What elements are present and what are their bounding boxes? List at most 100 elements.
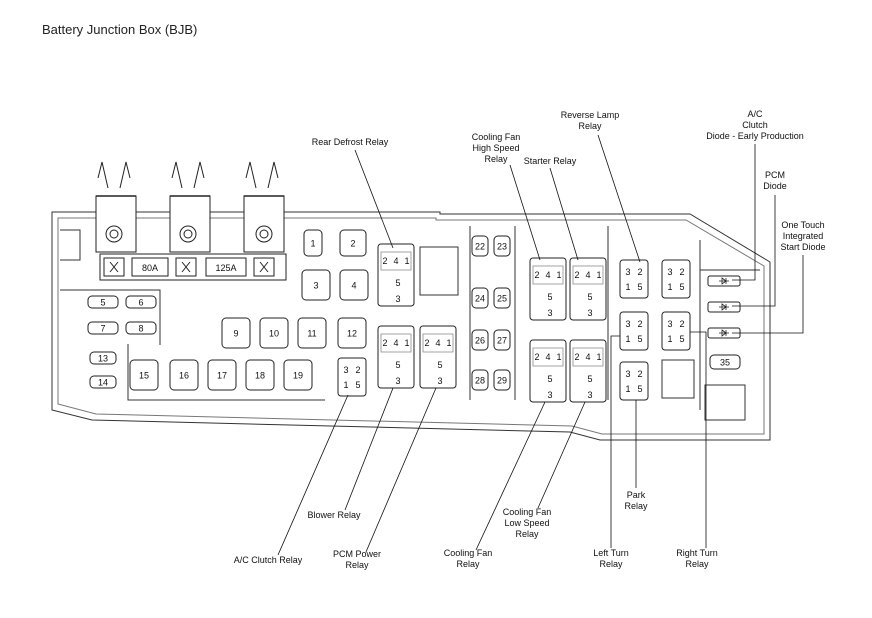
relay-pin: 1 bbox=[596, 270, 601, 280]
fuse-4: 4 bbox=[339, 269, 369, 301]
callout-ac-clutch-relay: A/C Clutch Relay bbox=[234, 555, 303, 565]
callout-ac-clutch-diode-line-2: Clutch bbox=[742, 120, 768, 130]
callout-left-turn-line-1: Left Turn bbox=[593, 548, 629, 558]
fuse-4-number: 4 bbox=[351, 281, 356, 291]
callout-pcm-power-line-2: Relay bbox=[345, 560, 369, 570]
fuse-17: 17 bbox=[207, 359, 237, 391]
fuse-16: 16 bbox=[169, 359, 199, 391]
relay-pin: 5 bbox=[637, 334, 642, 344]
relay-pin: 4 bbox=[545, 352, 550, 362]
relay-pin: 2 bbox=[382, 256, 387, 266]
relay-pin: 1 bbox=[667, 282, 672, 292]
fuse-6: 6 bbox=[125, 295, 157, 309]
callout-ac-clutch-diode-line-1: A/C bbox=[747, 109, 763, 119]
relay-pin: 2 bbox=[382, 338, 387, 348]
relay-pin: 1 bbox=[404, 338, 409, 348]
fuse-28: 28 bbox=[471, 369, 489, 391]
relay-pin: 1 bbox=[556, 270, 561, 280]
relay-pin: 3 bbox=[587, 308, 592, 318]
callout-one-touch-line-1: One Touch bbox=[781, 220, 824, 230]
relay-pin: 5 bbox=[587, 292, 592, 302]
fuse-9: 9 bbox=[221, 317, 251, 349]
fuse-19-number: 19 bbox=[293, 371, 303, 381]
relay-pin: 3 bbox=[667, 267, 672, 277]
fuse-10: 10 bbox=[259, 317, 289, 349]
fuse-28-number: 28 bbox=[475, 376, 485, 386]
fuse-26-number: 26 bbox=[475, 336, 485, 346]
callout-pcm-power-line-1: PCM Power bbox=[333, 549, 381, 559]
relay-pin: 4 bbox=[435, 338, 440, 348]
relay-pin: 1 bbox=[625, 282, 630, 292]
leader-reverse-lamp bbox=[597, 134, 641, 263]
relay-pin: 2 bbox=[355, 365, 360, 375]
relay-pin: 1 bbox=[404, 256, 409, 266]
fuse-13: 13 bbox=[89, 351, 117, 365]
callout-cooling-fan-low-line-2: Low Speed bbox=[504, 518, 549, 528]
fuse-14-number: 14 bbox=[98, 378, 108, 388]
leader-right-turn bbox=[690, 331, 707, 548]
fuse-19: 19 bbox=[283, 359, 313, 391]
relay-pin: 4 bbox=[393, 338, 398, 348]
relay-pin: 2 bbox=[679, 267, 684, 277]
relay-pin: 2 bbox=[637, 267, 642, 277]
relay-pin: 2 bbox=[534, 352, 539, 362]
relay-pin: 1 bbox=[446, 338, 451, 348]
relay-pin: 4 bbox=[393, 256, 398, 266]
fuse-8: 8 bbox=[125, 321, 157, 335]
relay-pin: 3 bbox=[667, 319, 672, 329]
relay-pin: 5 bbox=[587, 374, 592, 384]
relay-pin: 1 bbox=[596, 352, 601, 362]
relay-pin: 3 bbox=[395, 376, 400, 386]
fuse-27: 27 bbox=[493, 329, 511, 351]
leader-pcm-power bbox=[365, 387, 437, 553]
fuse-25-number: 25 bbox=[497, 294, 507, 304]
relay-pin: 2 bbox=[574, 270, 579, 280]
relay-pin: 2 bbox=[574, 352, 579, 362]
fuse-26: 26 bbox=[471, 329, 489, 351]
relay-pin: 1 bbox=[625, 334, 630, 344]
callout-one-touch-line-2: Integrated bbox=[783, 231, 824, 241]
callout-cooling-fan-low-line-1: Cooling Fan bbox=[503, 507, 552, 517]
callout-left-turn-line-2: Relay bbox=[599, 559, 623, 569]
callout-blower-line-1: Blower Relay bbox=[307, 510, 361, 520]
diode-2 bbox=[707, 301, 741, 313]
box-housing bbox=[51, 211, 771, 441]
callout-starter-line-1: Starter Relay bbox=[524, 156, 577, 166]
fuse-125a-label: 125A bbox=[215, 263, 236, 273]
fuse-2-number: 2 bbox=[350, 239, 355, 249]
fuse-14: 14 bbox=[89, 375, 117, 389]
leader-ac-clutch-diode bbox=[732, 144, 756, 281]
relay-pin: 1 bbox=[667, 334, 672, 344]
callout-park-line-2: Relay bbox=[624, 501, 648, 511]
callout-cooling-fan-high-line-2: High Speed bbox=[472, 143, 519, 153]
fuse-2: 2 bbox=[339, 229, 367, 257]
relay-pin: 5 bbox=[355, 380, 360, 390]
relay-pin: 3 bbox=[343, 365, 348, 375]
fuse-8-number: 8 bbox=[138, 324, 143, 334]
leader-blower bbox=[344, 387, 394, 511]
fuse-10-number: 10 bbox=[269, 329, 279, 339]
callout-park-line-1: Park bbox=[627, 490, 646, 500]
leader-rear-defrost bbox=[354, 149, 394, 249]
relay-pin: 5 bbox=[547, 374, 552, 384]
leader-ac-clutch-relay bbox=[277, 394, 349, 556]
relay-pin: 5 bbox=[637, 384, 642, 394]
relay-pin: 5 bbox=[637, 282, 642, 292]
fuse-7: 7 bbox=[87, 321, 119, 335]
callout-cooling-fan-high-line-1: Cooling Fan bbox=[472, 132, 521, 142]
callout-cooling-fan-low-line-3: Relay bbox=[515, 529, 539, 539]
